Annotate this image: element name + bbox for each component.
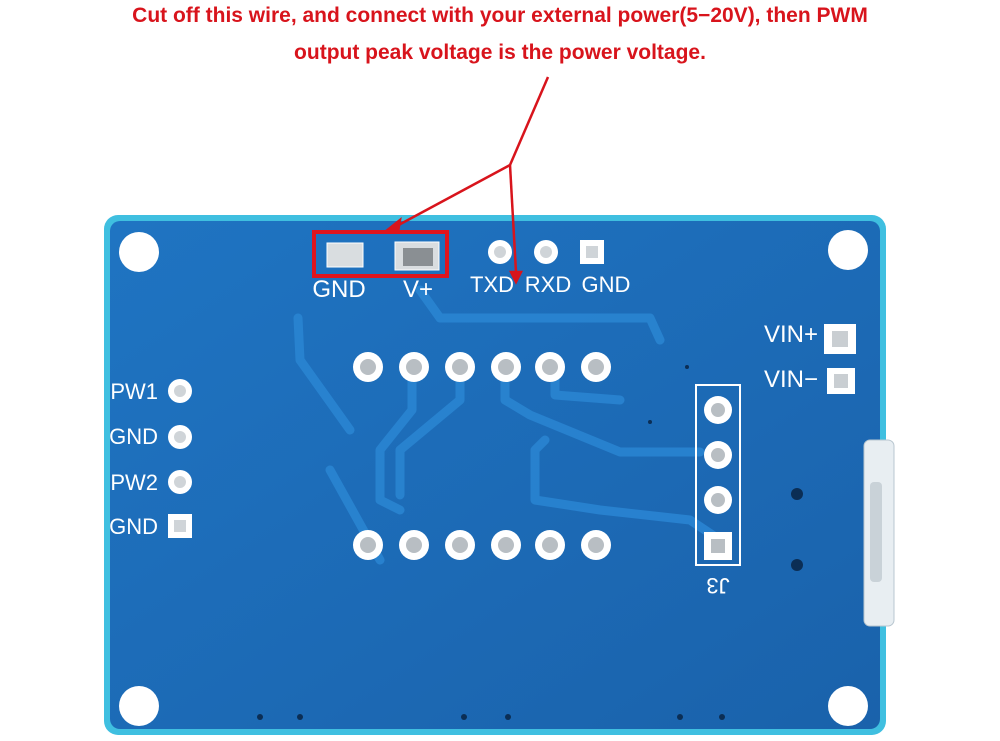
highlight-box — [312, 230, 449, 278]
mounting-hole — [119, 686, 159, 726]
label-gnd-left: GND — [109, 424, 158, 449]
label-rxd: RXD — [525, 272, 571, 297]
vias — [257, 365, 803, 720]
connector-j3-outline — [695, 384, 741, 566]
wire-solder — [403, 248, 433, 266]
pad-gnd — [326, 242, 364, 268]
pin-row-upper — [353, 352, 611, 382]
label-vplus: V+ — [403, 276, 433, 303]
mounting-hole — [119, 232, 159, 272]
mounting-hole — [828, 230, 868, 270]
label-gnd-left-2: GND — [109, 514, 158, 539]
pin-row-lower — [353, 530, 611, 560]
label-pw1: PW1 — [110, 379, 158, 404]
label-vin-minus: VIN− — [764, 366, 818, 393]
label-txd: TXD — [470, 272, 514, 297]
annotation-line-1: Cut off this wire, and connect with your… — [132, 4, 868, 27]
label-j3: J3 — [706, 573, 729, 598]
label-pw2: PW2 — [110, 470, 158, 495]
label-gnd: GND — [312, 276, 365, 303]
pcb-surface — [110, 221, 880, 729]
usb-socket — [870, 482, 882, 582]
mounting-hole — [828, 686, 868, 726]
annotation-arrows — [381, 76, 550, 285]
label-gnd-2: GND — [582, 272, 631, 297]
annotation-line-2: output peak voltage is the power voltage… — [294, 41, 706, 64]
label-vin-plus: VIN+ — [764, 321, 818, 348]
